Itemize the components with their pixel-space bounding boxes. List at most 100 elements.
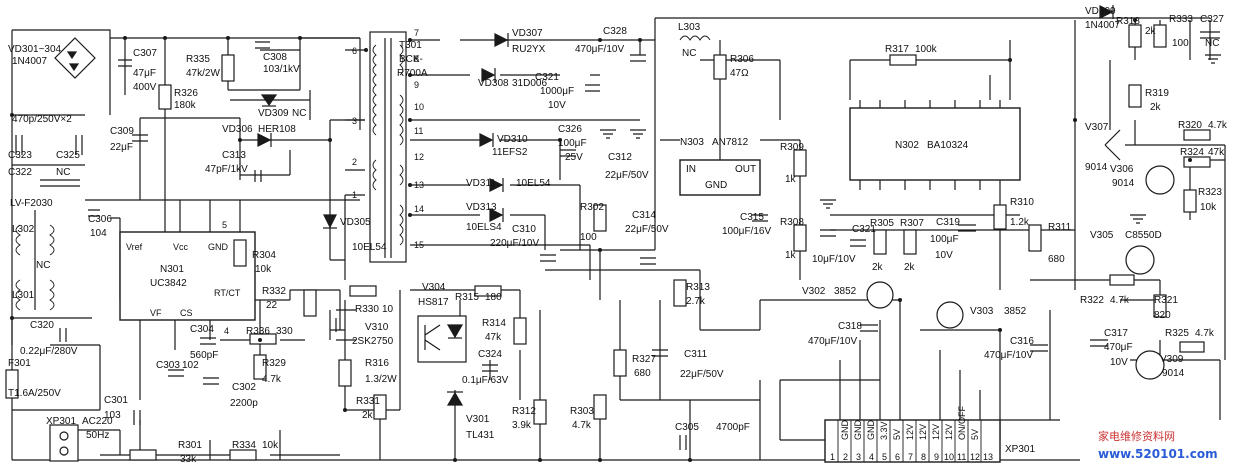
label-r325: R325: [1165, 328, 1189, 339]
fuse-f301: [5, 369, 19, 399]
label-r307: R307: [900, 218, 924, 229]
label-r312: R312: [512, 406, 536, 417]
label-vd301: VD301~304: [8, 44, 62, 55]
resistor-r315: [474, 285, 502, 297]
pin-4: 4: [224, 326, 229, 336]
label-gnd: GND: [208, 242, 229, 252]
resistor-r307: [903, 229, 917, 255]
conn-pin-8: 8: [921, 452, 926, 462]
label-r326: R326: [174, 88, 198, 99]
label-r302: R302: [580, 202, 604, 213]
label-c309: C309: [110, 126, 134, 137]
label-r314v: 47k: [485, 332, 502, 343]
conn-sig-1: GND: [840, 420, 850, 441]
label-r309: R309: [780, 142, 804, 153]
label-vcc: Vcc: [173, 242, 189, 252]
label-r301v: 33k: [180, 454, 197, 465]
conn-sig-6: 12V: [905, 424, 915, 440]
label-c310: C310: [512, 224, 536, 235]
conn-pin-2: 2: [843, 452, 848, 462]
resistor-r316: [338, 359, 352, 387]
bridge-rectifier: [54, 37, 96, 79]
resistor-r335: [221, 54, 235, 82]
label-v302v: 3852: [834, 286, 857, 297]
pin-13: 13: [414, 180, 424, 190]
resistor-r323: [1183, 189, 1197, 213]
label-c328v: 470μF/10V: [575, 44, 624, 55]
pin-2: 2: [352, 157, 357, 167]
label-v304: V304: [422, 282, 446, 293]
label-c320: C320: [30, 320, 54, 331]
label-c327: C327: [1200, 14, 1224, 25]
optocoupler-v304: [417, 315, 467, 363]
label-r309v: 1k: [785, 174, 797, 185]
label-r330: R330: [355, 304, 379, 315]
label-c324: C324: [478, 349, 502, 360]
label-r311: R311: [1048, 222, 1072, 233]
resistor-r329: [253, 354, 267, 380]
output-connector-xp301: [824, 419, 1001, 463]
transformer-t301: [369, 31, 407, 263]
label-v305v: C8550D: [1125, 230, 1162, 241]
label-v309: V309: [1160, 354, 1184, 365]
label-c319v2: 10V: [935, 250, 953, 261]
conn-sig-10: ON/OFF: [957, 406, 967, 440]
label-v306: V306: [1110, 164, 1134, 175]
conn-pin-6: 6: [895, 452, 900, 462]
resistor-r318: [1128, 24, 1142, 48]
label-r327v: 680: [634, 368, 651, 379]
label-n303: N303: [680, 137, 704, 148]
pin-12: 12: [414, 152, 424, 162]
label-r303: R303: [570, 406, 594, 417]
conn-pin-1: 1: [830, 452, 835, 462]
label-r335: R335: [186, 54, 210, 65]
label-nc: NC: [36, 260, 50, 271]
label-r335v: 47k/2W: [186, 68, 220, 79]
label-r336v: 330: [276, 326, 293, 337]
conn-pin-7: 7: [908, 452, 913, 462]
label-r336: R336: [246, 326, 270, 337]
label-r331v: 2k: [362, 410, 374, 421]
label-v307v: 9014: [1085, 162, 1108, 173]
label-c314: C314: [632, 210, 656, 221]
label-c321b: C321: [852, 224, 876, 235]
label-vd305: VD305: [340, 217, 371, 228]
label-r321: R321: [1154, 295, 1178, 306]
resistor-r336: [249, 333, 277, 345]
label-c321: C321: [535, 72, 559, 83]
label-r313v: 2.7k: [686, 296, 706, 307]
label-r313: R313: [686, 282, 710, 293]
label-r315v: 180: [485, 292, 502, 303]
label-ac1: AC220: [82, 416, 113, 427]
label-lv: LV-F2030: [10, 198, 53, 209]
resistor-r301: [129, 449, 157, 461]
transistor-v302: [866, 281, 894, 309]
label-r321v: 820: [1154, 310, 1171, 321]
label-c305: C305: [675, 422, 699, 433]
label-c316: C316: [1010, 336, 1034, 347]
resistor-r308: [793, 224, 807, 252]
label-r306v: 47Ω: [730, 68, 749, 79]
label-n303in: IN: [686, 164, 696, 175]
label-vref: Vref: [126, 242, 143, 252]
resistor-r331: [373, 394, 387, 420]
label-v306v: 9014: [1112, 178, 1135, 189]
label-r322v: 4.7k: [1110, 295, 1130, 306]
pin-5: 5: [222, 220, 227, 230]
label-c308v: 103/1kV: [263, 64, 300, 75]
label-r301: R301: [178, 440, 202, 451]
label-vd307: VD307: [512, 28, 543, 39]
label-vd306v: HER108: [258, 124, 296, 135]
label-vd309v: 1N4007: [1085, 20, 1120, 31]
label-r316: R316: [365, 358, 389, 369]
label-vd311: VD311: [466, 178, 496, 189]
label-c306v: 104: [90, 228, 107, 239]
label-r333: R333: [1169, 14, 1193, 25]
resistor-r312: [533, 399, 547, 425]
label-c301v: 103: [104, 410, 121, 421]
resistor-r322: [1109, 274, 1135, 286]
label-r315: R315: [455, 292, 479, 303]
label-vd301t: 1N4007: [12, 56, 47, 67]
opamp-n302: [849, 107, 1021, 181]
